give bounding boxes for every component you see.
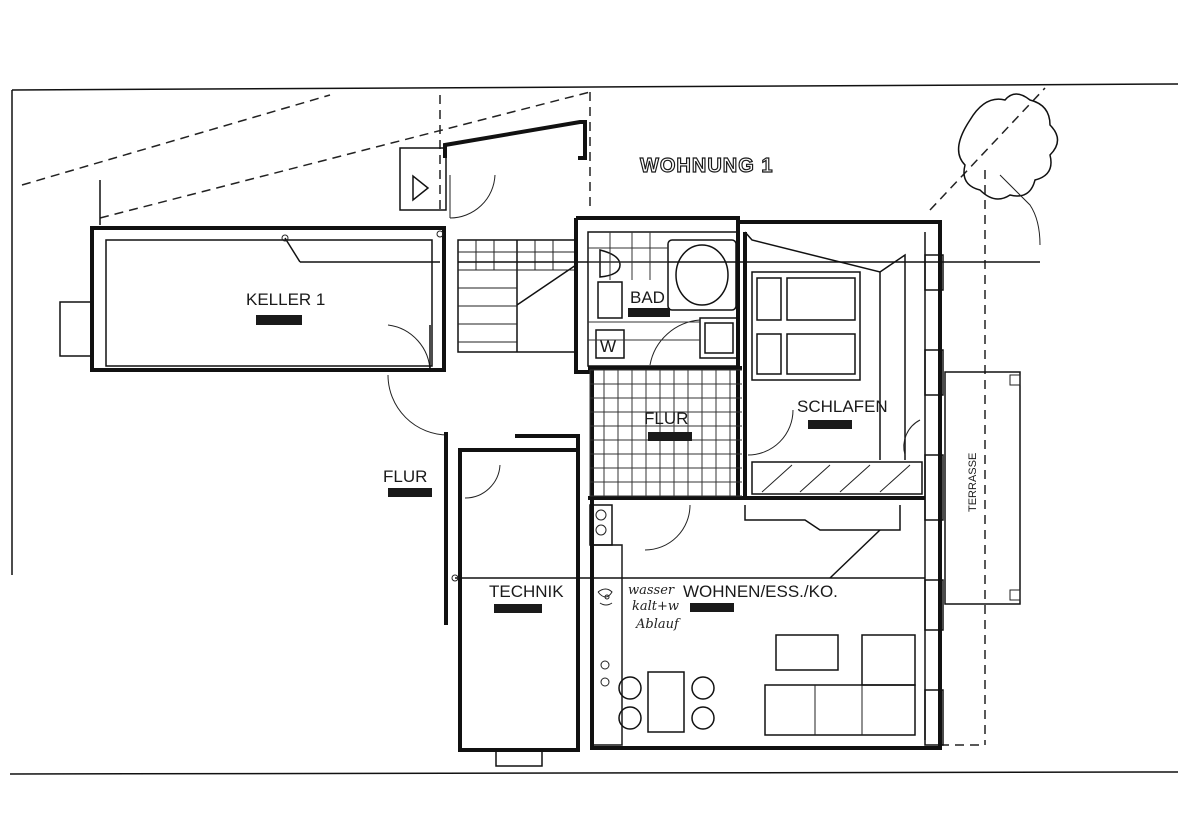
label-technik: TECHNIK (489, 582, 564, 601)
room-technik (444, 432, 580, 767)
note-wasser: wasser (628, 583, 675, 598)
plan-title: WOHNUNG 1 (640, 155, 773, 177)
site-boundary (9, 83, 1179, 775)
tree-symbol (957, 93, 1059, 246)
label-wohnen: WOHNEN/ESS./KO. (683, 582, 838, 601)
redaction-marks (256, 308, 852, 613)
room-keller (59, 226, 446, 372)
label-flur-inner: FLUR (644, 409, 688, 428)
entry-porch (399, 120, 587, 219)
terrace (944, 371, 1021, 605)
bath-fixtures (588, 232, 739, 366)
label-bad: BAD (630, 288, 665, 307)
staircase (457, 239, 1040, 353)
bedroom-furniture (744, 231, 923, 495)
label-keller: KELLER 1 (246, 290, 325, 309)
note-ablauf: Ablauf (635, 617, 681, 632)
note-kalt-warm: kalt+w (632, 599, 679, 614)
property-lines (21, 87, 1046, 746)
keller-door (387, 324, 449, 436)
label-wc: W (600, 337, 616, 356)
label-schlafen: SCHLAFEN (797, 397, 888, 416)
living-furniture (451, 504, 925, 746)
label-flur-outer: FLUR (383, 467, 427, 486)
label-terrasse: TERRASSE (967, 453, 979, 512)
apartment-walls (574, 216, 944, 750)
